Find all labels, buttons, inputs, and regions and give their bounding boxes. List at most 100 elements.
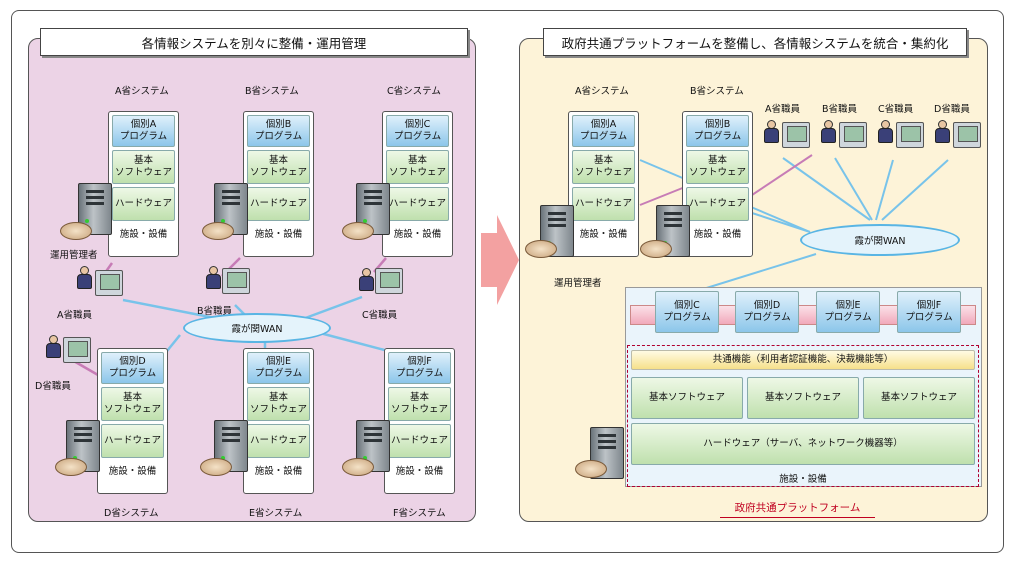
base-software-block: 基本ソフトウェア [631,377,743,419]
staff-person-icon [763,120,779,144]
facility-label: 施設・設備 [579,229,628,240]
wan-cloud: 霞が関WAN [183,313,331,343]
computer-icon [95,270,123,296]
system-label-d: D省システム [104,508,159,519]
base-software-block: 基本 ソフトウェア [247,150,310,184]
system-label-c: C省システム [387,86,441,97]
left-title: 各情報システムを別々に整備・運用管理 [40,28,468,56]
staff-label-c: C省職員 [362,310,398,321]
system-label-a: A省システム [115,86,169,97]
system-stack-a: 個別A プログラム 基本 ソフトウェア ハードウェア 施設・設備 [568,111,639,257]
admin-label: 運用管理者 [50,250,98,261]
staff-person-icon [76,266,92,290]
platform-core-frame [627,345,979,487]
base-software-block: 基本ソフトウェア [747,377,859,419]
system-label-e: E省システム [249,508,303,519]
base-software-block: 基本 ソフトウェア [686,150,749,184]
base-software-block: 基本 ソフトウェア [386,150,449,184]
program-block: 個別F プログラム [388,352,451,384]
staff-person-icon [820,120,836,144]
hardware-block: ハードウェア [101,424,164,458]
system-label-b: B省システム [245,86,299,97]
system-label-a: A省システム [575,86,629,97]
cable-bundle-icon [55,458,87,476]
facility-label: 施設・設備 [254,466,303,477]
computer-icon [782,122,810,148]
facility-label: 施設・設備 [108,466,157,477]
computer-icon [839,122,867,148]
computer-icon [222,268,250,294]
computer-icon [63,337,91,363]
staff-label-b: B省職員 [822,104,858,115]
system-stack-a: 個別A プログラム 基本 ソフトウェア ハードウェア 施設・設備 [108,111,179,257]
platform-program-e: 個別E プログラム [816,291,880,333]
cable-bundle-icon [202,222,234,240]
hardware-block: ハードウェア [247,424,310,458]
staff-person-icon [877,120,893,144]
staff-person-icon [358,268,374,292]
cable-bundle-icon [60,222,92,240]
program-block: 個別A プログラム [112,115,175,147]
hardware-block: ハードウェア [686,187,749,221]
hardware-block: ハードウェア（サーバ、ネットワーク機器等） [631,423,975,465]
admin-label: 運用管理者 [554,278,602,289]
program-block: 個別D プログラム [101,352,164,384]
cable-bundle-icon [200,458,232,476]
facility-label: 施設・設備 [254,229,303,240]
platform-name-label: 政府共通プラットフォーム [720,500,875,518]
facility-label: 施設・設備 [779,474,827,485]
staff-person-icon [205,266,221,290]
staff-label-d: D省職員 [934,104,970,115]
system-stack-e: 個別E プログラム 基本 ソフトウェア ハードウェア 施設・設備 [243,348,314,494]
hardware-block: ハードウェア [112,187,175,221]
staff-person-icon [934,120,950,144]
facility-label: 施設・設備 [393,229,442,240]
server-icon [356,420,390,472]
system-stack-d: 個別D プログラム 基本 ソフトウェア ハードウェア 施設・設備 [97,348,168,494]
staff-label-b: B省職員 [197,306,233,317]
common-functions-block: 共通機能（利用者認証機能、決裁機能等） [631,350,975,370]
staff-label-a: A省職員 [765,104,800,115]
system-stack-b: 個別B プログラム 基本 ソフトウェア ハードウェア 施設・設備 [243,111,314,257]
right-title: 政府共通プラットフォームを整備し、各情報システムを統合・集約化 [543,28,967,56]
computer-icon [375,268,403,294]
cable-bundle-icon [640,240,672,258]
platform-program-f: 個別F プログラム [897,291,961,333]
cable-bundle-icon [525,240,557,258]
cable-bundle-icon [342,222,374,240]
hardware-block: ハードウェア [386,187,449,221]
base-software-block: 基本 ソフトウェア [112,150,175,184]
staff-person-icon [45,335,61,359]
program-block: 個別E プログラム [247,352,310,384]
base-software-block: 基本 ソフトウェア [572,150,635,184]
program-block: 個別B プログラム [247,115,310,147]
facility-label: 施設・設備 [119,229,168,240]
program-block: 個別B プログラム [686,115,749,147]
program-block: 個別A プログラム [572,115,635,147]
base-software-block: 基本 ソフトウェア [388,387,451,421]
hardware-block: ハードウェア [572,187,635,221]
hardware-block: ハードウェア [247,187,310,221]
platform-program-c: 個別C プログラム [655,291,719,333]
base-software-block: 基本ソフトウェア [863,377,975,419]
staff-label-c: C省職員 [878,104,914,115]
base-software-block: 基本 ソフトウェア [247,387,310,421]
program-block: 個別C プログラム [386,115,449,147]
cable-bundle-icon [575,460,607,478]
system-label-f: F省システム [393,508,446,519]
computer-icon [896,122,924,148]
system-stack-b: 個別B プログラム 基本 ソフトウェア ハードウェア 施設・設備 [682,111,753,257]
staff-label-d: D省職員 [35,381,71,392]
base-software-block: 基本 ソフトウェア [101,387,164,421]
system-label-b: B省システム [690,86,744,97]
platform-program-d: 個別D プログラム [735,291,799,333]
wan-cloud: 霞が関WAN [800,224,960,256]
computer-icon [953,122,981,148]
staff-label-a: A省職員 [57,310,92,321]
facility-label: 施設・設備 [693,229,742,240]
system-stack-c: 個別C プログラム 基本 ソフトウェア ハードウェア 施設・設備 [382,111,453,257]
hardware-block: ハードウェア [388,424,451,458]
cable-bundle-icon [342,458,374,476]
system-stack-f: 個別F プログラム 基本 ソフトウェア ハードウェア 施設・設備 [384,348,455,494]
facility-label: 施設・設備 [395,466,444,477]
